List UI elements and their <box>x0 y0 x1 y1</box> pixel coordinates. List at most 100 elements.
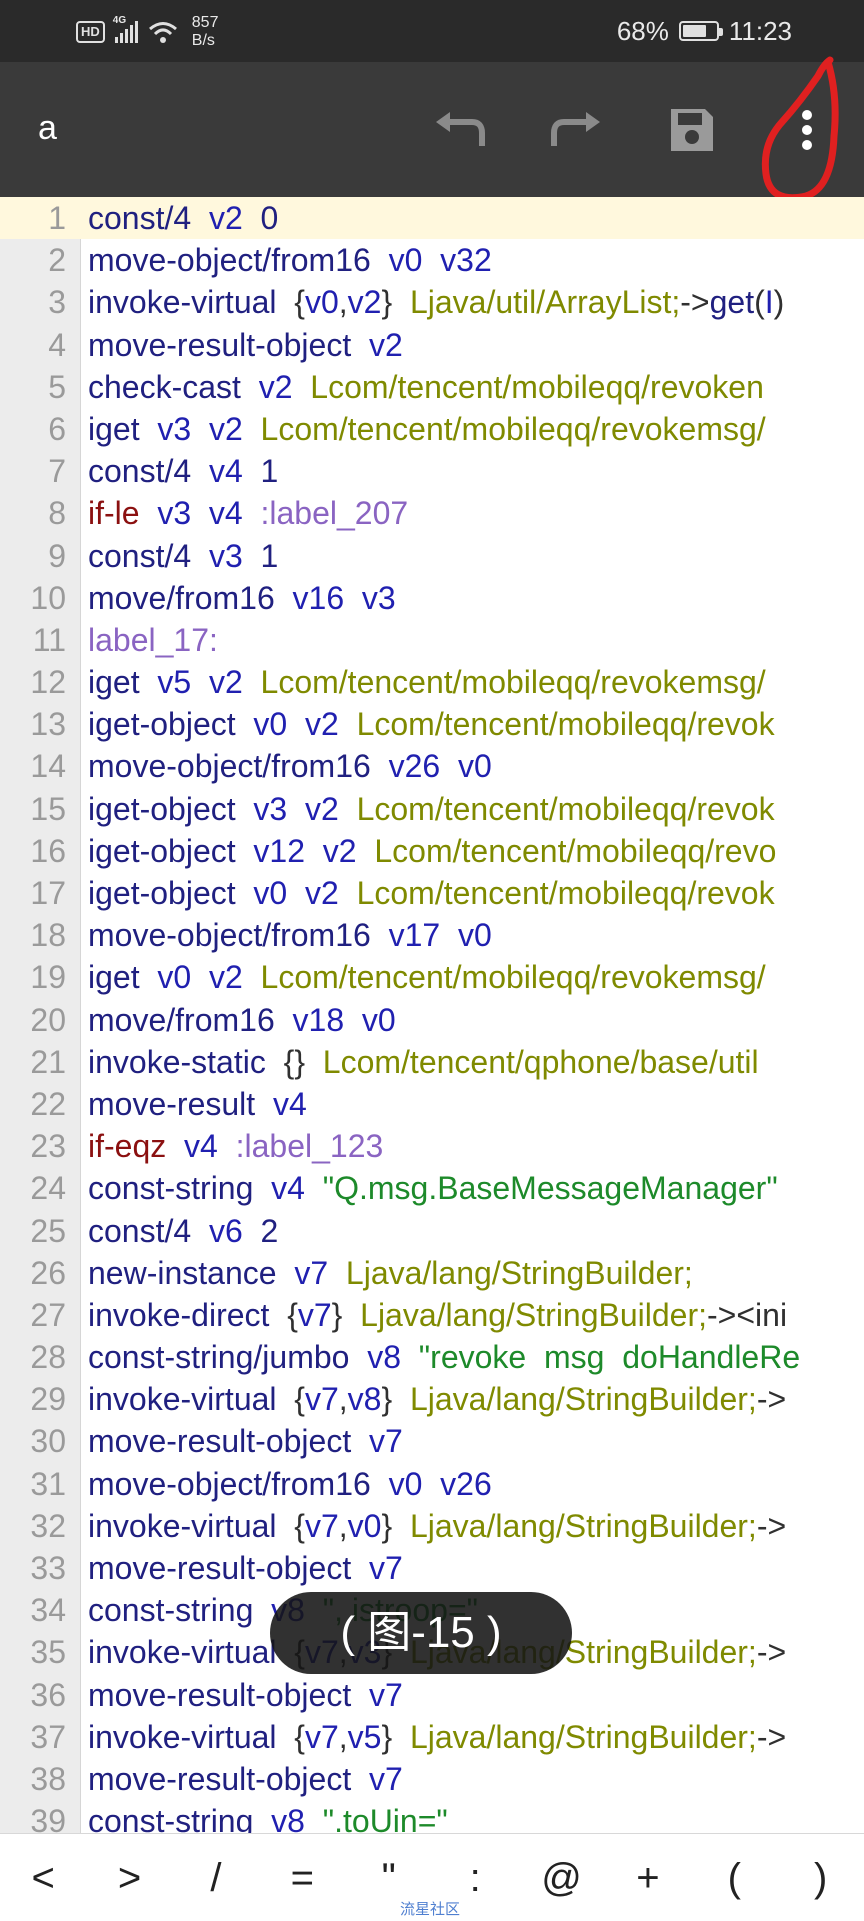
line-number: 31 <box>30 1465 66 1502</box>
more-options-button[interactable] <box>775 100 839 160</box>
code-token: v3 <box>253 790 288 827</box>
code-token: v0 <box>361 1001 396 1038</box>
line-number: 20 <box>30 1001 66 1038</box>
code-token: I <box>764 284 774 321</box>
code-token <box>275 580 293 616</box>
symbol-key[interactable]: ( <box>727 1855 741 1900</box>
line-number: 17 <box>30 875 66 911</box>
code-token: const-string <box>88 1170 254 1207</box>
code-text: invoke-virtual {v7,v0} Ljava/lang/String… <box>88 1505 786 1547</box>
line-number: 25 <box>30 1212 66 1249</box>
code-text: move-object/from16 v0 v26 <box>88 1463 492 1505</box>
code-token: if-le <box>88 495 140 532</box>
undo-button[interactable] <box>428 100 492 160</box>
code-token: move-object/from16 <box>88 748 371 785</box>
code-token: v26 <box>440 1465 492 1502</box>
symbol-key[interactable]: + <box>636 1855 660 1900</box>
code-token <box>243 1213 261 1249</box>
code-token: Lcom/tencent/qphone/base/util <box>322 1043 759 1080</box>
code-token <box>440 748 458 784</box>
code-token <box>287 791 305 827</box>
code-line[interactable]: 31 move-object/from16 v0 v26 <box>0 1463 864 1505</box>
code-token: move-result-object <box>88 1760 352 1797</box>
code-token: v8 <box>271 1803 305 1833</box>
line-number: 10 <box>30 579 66 616</box>
code-token: v4 <box>208 453 243 490</box>
code-token: v2 <box>322 832 357 869</box>
symbol-key[interactable]: @ <box>541 1855 582 1900</box>
code-text: const/4 v3 1 <box>88 535 278 577</box>
code-text: const/4 v4 1 <box>88 450 278 492</box>
code-token: Lcom/tencent/mobileqq/revok <box>356 875 775 911</box>
symbol-key[interactable]: = <box>290 1855 315 1900</box>
symbol-key[interactable]: " <box>381 1855 396 1900</box>
line-number: 13 <box>30 706 66 743</box>
line-number: 26 <box>30 1254 66 1291</box>
symbol-key[interactable]: : <box>469 1855 481 1900</box>
code-token <box>344 580 362 616</box>
code-token <box>236 833 254 869</box>
code-token: "revoke msg doHandleRe <box>418 1339 801 1376</box>
symbol-key[interactable]: / <box>210 1855 222 1900</box>
code-token: Lcom/tencent/mobileqq/revokemsg/ <box>260 959 766 996</box>
symbol-key[interactable]: > <box>117 1855 142 1900</box>
code-token: v18 <box>292 1001 345 1038</box>
code-token: v7 <box>368 1423 403 1460</box>
code-token: -> <box>756 1507 787 1544</box>
code-text: move-result-object v2 <box>88 324 403 366</box>
code-token: } <box>381 1381 393 1418</box>
save-icon <box>671 109 713 151</box>
code-token: move-result <box>88 1085 256 1122</box>
redo-button[interactable] <box>544 100 608 160</box>
code-token: v3 <box>157 495 192 532</box>
symbol-key[interactable]: ) <box>814 1855 828 1900</box>
save-button[interactable] <box>660 100 724 160</box>
symbol-key[interactable]: < <box>31 1855 55 1900</box>
code-token: iget-object <box>88 706 236 743</box>
code-token: Lcom/tencent/mobileqq/revo <box>374 832 777 869</box>
code-token <box>287 706 305 742</box>
redo-icon <box>551 112 600 146</box>
code-token: v3 <box>361 579 396 616</box>
code-token: invoke-virtual <box>88 1507 277 1544</box>
code-token: invoke-virtual <box>88 284 277 321</box>
